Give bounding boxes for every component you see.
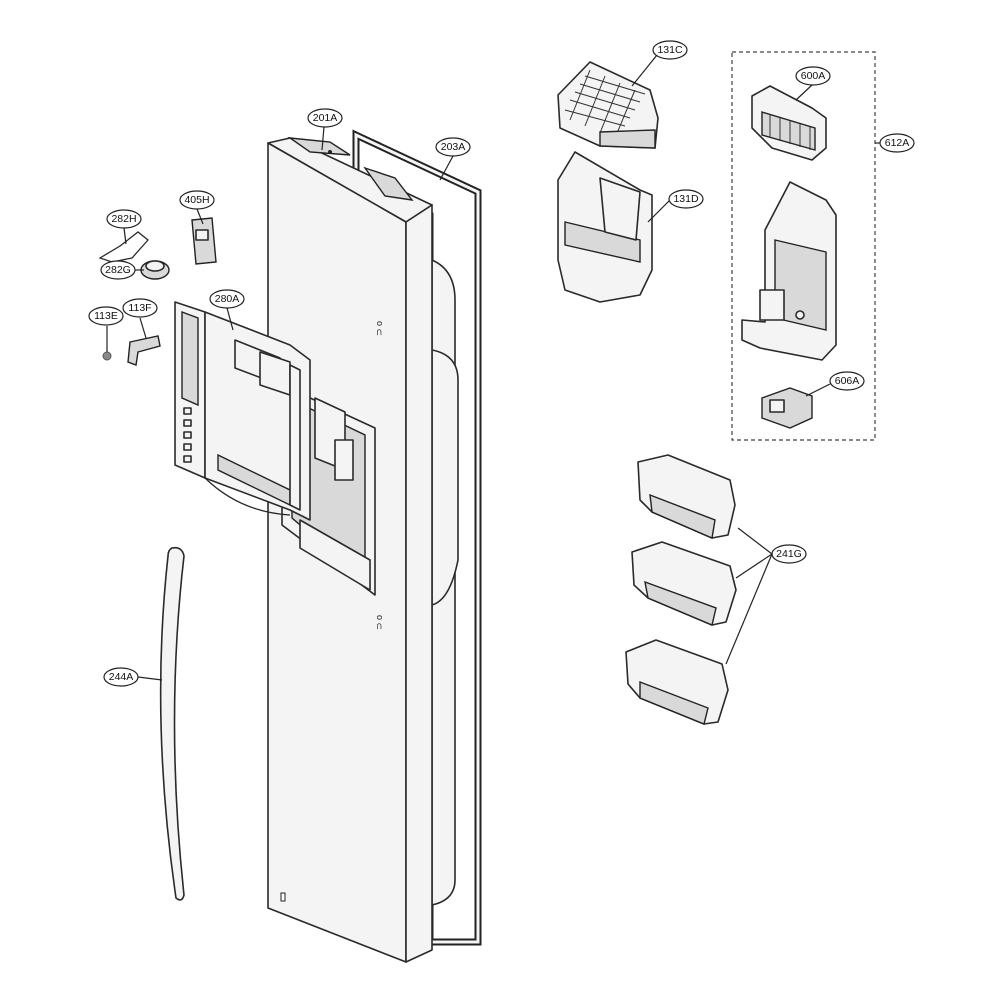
callout-label: 113E	[94, 310, 118, 322]
callout-label: 131D	[673, 193, 699, 205]
callout-label: 600A	[801, 70, 826, 82]
callout-201a: 201A	[307, 108, 343, 128]
callout-606a: 606A	[829, 371, 865, 391]
ice-bin	[557, 151, 653, 303]
callout-label: 405H	[184, 194, 209, 206]
dispenser-buttons	[183, 407, 192, 463]
ice-bin-cover	[557, 61, 659, 149]
svg-text:⊃ o: ⊃ o	[374, 615, 384, 630]
ice-maker	[751, 85, 827, 161]
callout-612a: 612A	[879, 133, 915, 153]
callout-241g: 241G	[771, 544, 807, 564]
part-282g-knob	[140, 260, 170, 280]
callout-244a: 244A	[103, 667, 139, 687]
door-bin-bottom	[625, 639, 729, 725]
callout-131c: 131C	[652, 40, 688, 60]
part-113e-spring	[102, 351, 112, 361]
callout-282g: 282G	[100, 260, 136, 280]
door-bin-middle	[631, 541, 737, 626]
svg-text:⊃ o: ⊃ o	[374, 321, 384, 336]
ice-maker-motor	[761, 387, 813, 429]
part-282h-lever	[98, 231, 149, 263]
leader-lines	[106, 54, 881, 681]
callout-label: 282H	[111, 213, 136, 225]
callout-113e: 113E	[88, 306, 124, 326]
ice-maker-housing	[741, 181, 837, 361]
callout-label: 282G	[105, 264, 131, 276]
callout-label: 203A	[441, 141, 466, 153]
part-113f-bracket	[127, 335, 161, 366]
callout-label: 606A	[835, 375, 860, 387]
callout-113f: 113F	[122, 298, 158, 318]
callout-label: 113F	[128, 302, 151, 314]
callout-label: 612A	[885, 137, 910, 149]
ice-maker-group-box	[731, 51, 876, 441]
door-inner-liner	[431, 259, 459, 906]
door-bin-top	[637, 454, 736, 539]
callout-label: 131C	[657, 44, 683, 56]
callout-203a: 203A	[435, 137, 471, 157]
callout-label: 244A	[109, 671, 134, 683]
part-405h-switch	[191, 217, 217, 265]
callout-282h: 282H	[106, 209, 142, 229]
dispenser-cover-assembly	[174, 301, 311, 521]
door-handle	[159, 546, 185, 901]
callout-label: 280A	[215, 293, 240, 305]
callout-131d: 131D	[668, 189, 704, 209]
callout-405h: 405H	[179, 190, 215, 210]
callout-label: 241G	[776, 548, 802, 560]
callout-280a: 280A	[209, 289, 245, 309]
callout-label: 201A	[313, 112, 338, 124]
ice-bin-grille	[564, 69, 646, 139]
callout-600a: 600A	[795, 66, 831, 86]
